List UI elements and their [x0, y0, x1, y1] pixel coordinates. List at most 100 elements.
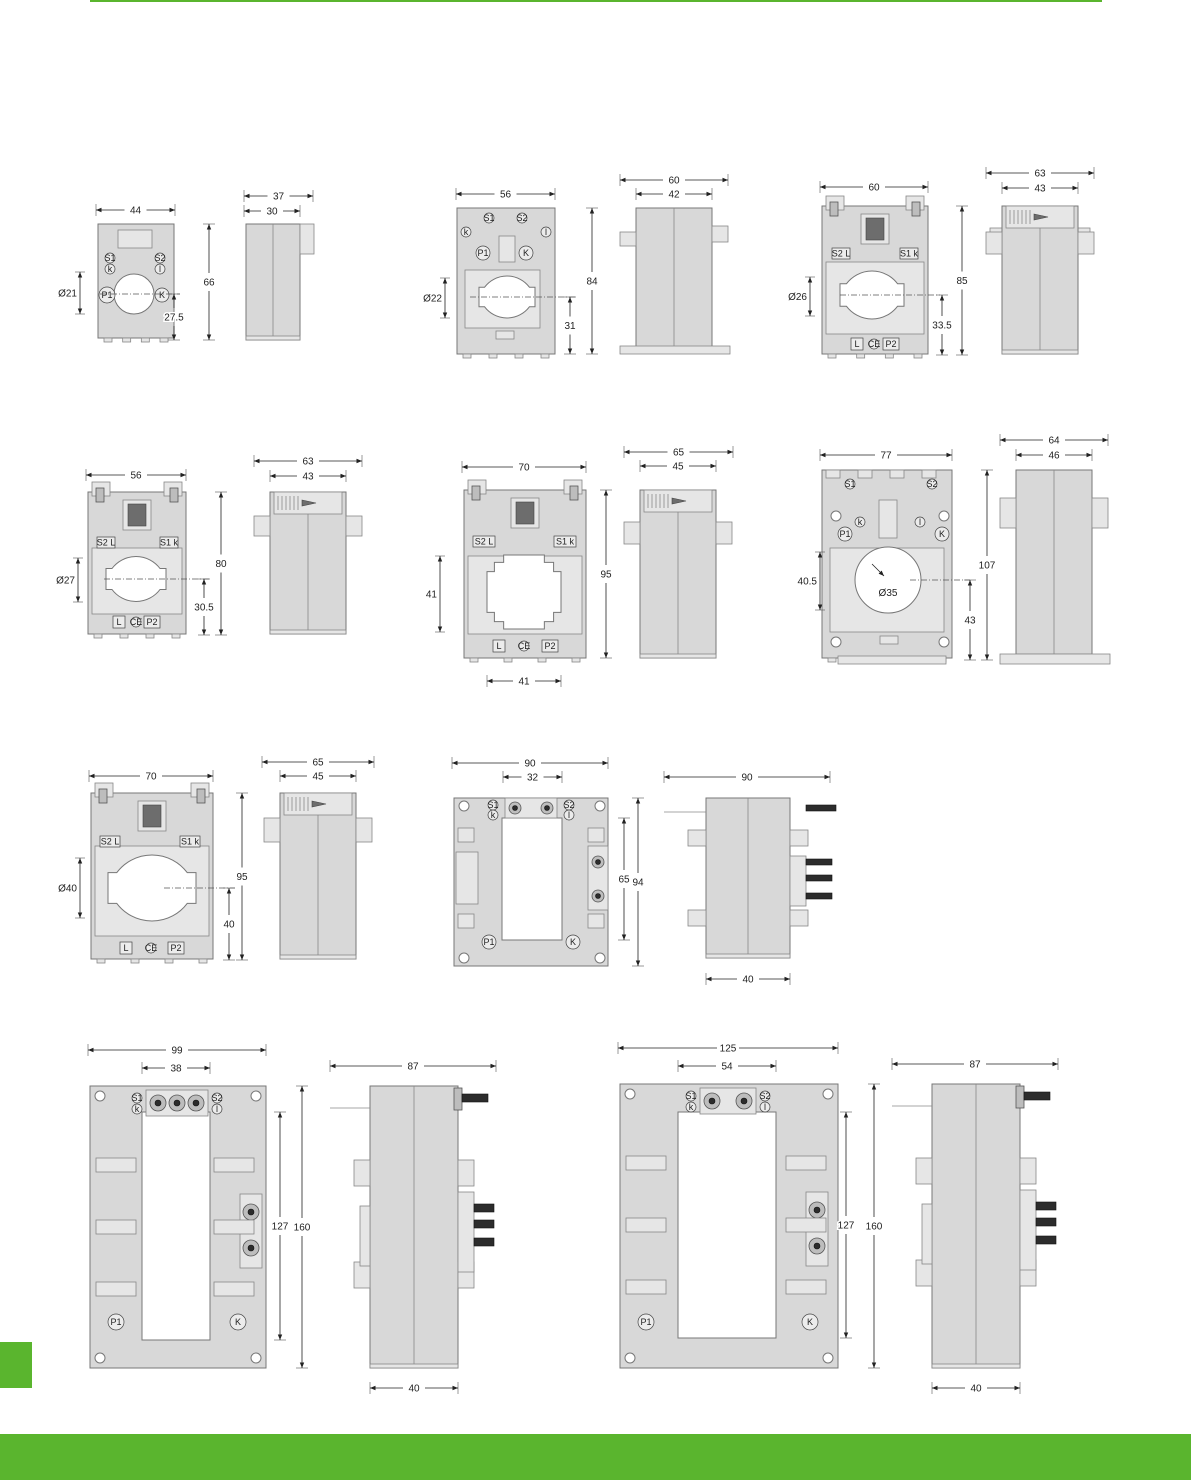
marking-ring [487, 809, 499, 821]
marking-ring [211, 1092, 223, 1104]
screw-head [740, 1097, 748, 1105]
side-view [639, 489, 717, 659]
marking-label: k [858, 517, 863, 527]
terminal-marking: S2 [759, 1090, 771, 1102]
marking-label: S2 [926, 479, 937, 489]
terminal-screw [98, 788, 108, 804]
vertical-dimension: 65 [617, 817, 631, 941]
clip-slot [213, 1157, 255, 1173]
terminal-marking: S1 [104, 252, 116, 264]
dimension-label: 160 [866, 1222, 883, 1233]
side-view [705, 797, 791, 959]
vertical-dimension: Ø26 [788, 276, 815, 317]
dimension-label: 77 [880, 451, 892, 462]
marking-label: k [464, 227, 469, 237]
marking-label: P1 [839, 529, 850, 539]
clip-slot [457, 913, 475, 929]
front-view [97, 223, 175, 343]
marking-label: S1 k [556, 537, 575, 547]
dimension-label: 63 [302, 457, 314, 468]
terminal-marking: k [104, 263, 116, 275]
marking-label: S2 L [832, 249, 851, 259]
screw-head [247, 1208, 255, 1216]
mounting-foot [537, 657, 547, 663]
terminal-marking: l [914, 516, 926, 528]
marking-label: CE [518, 641, 531, 651]
mounting-foot [503, 657, 513, 663]
screw-head [512, 805, 518, 811]
marking-frame [159, 536, 179, 549]
marking-label: P1 [110, 1317, 121, 1327]
terminal-marking: S1 k [179, 835, 201, 848]
dimension-label: 38 [170, 1064, 182, 1075]
horizontal-dimension: 64 [999, 434, 1109, 447]
dimension-label: 43 [1034, 184, 1046, 195]
clip-slot [625, 1279, 667, 1295]
terminal-marking: k [487, 809, 499, 821]
dimension-label: 80 [215, 559, 227, 570]
latch [498, 235, 516, 263]
terminal-marking: S2 L [472, 535, 496, 548]
terminal-marking: S2 [211, 1092, 223, 1104]
dimension-label: 32 [527, 773, 539, 784]
dimension-label: 95 [236, 872, 248, 883]
terminal-marking: S2 L [96, 536, 116, 549]
marking-frame [899, 247, 919, 260]
marking-label: L [123, 943, 128, 953]
primary-aperture [839, 270, 905, 320]
terminal-marking: S2 [154, 252, 166, 264]
vertical-dimension: Ø27 [56, 557, 83, 603]
marking-ring [483, 212, 495, 224]
horizontal-dimension: 43 [269, 470, 347, 483]
dimension-label: 160 [294, 1223, 311, 1234]
dimension-label: 84 [586, 277, 598, 288]
terminal-screw [196, 788, 206, 804]
top-slot [825, 469, 841, 479]
marking-label: P2 [146, 617, 157, 627]
terminal-marking: S1 [483, 212, 495, 224]
front-view [463, 479, 587, 663]
vertical-dimension: 107 [977, 469, 997, 661]
marking-label: P1 [483, 937, 494, 947]
arrow-icon [671, 497, 687, 505]
terminal-stud-base [453, 1087, 463, 1111]
rectangular-window [141, 1111, 211, 1341]
dimension-label: 95 [600, 570, 612, 581]
marking-label: S1 [487, 800, 498, 810]
marking-ring [131, 1092, 143, 1104]
side-flange [253, 515, 271, 537]
marking-label: S1 [844, 479, 855, 489]
side-flange [715, 521, 733, 545]
vertical-dimension: 160 [292, 1085, 312, 1369]
dimension-label: 127 [838, 1221, 855, 1232]
marking-frame [541, 639, 559, 653]
marking-label: S1 [483, 213, 494, 223]
mounting-hole [822, 1088, 834, 1100]
marking-label: l [568, 810, 570, 820]
horizontal-dimension: 41 [486, 675, 562, 688]
terminal-marking: P1 [98, 286, 116, 304]
marking-label: S1 k [181, 837, 200, 847]
terminal-marking: L [492, 639, 506, 653]
mounting-hole [624, 1088, 636, 1100]
mounting-foot [122, 337, 132, 343]
dimension-label: 33.5 [932, 321, 952, 332]
dimension-label: 40 [223, 920, 235, 931]
marking-ring [934, 526, 950, 542]
screw-head [247, 1244, 255, 1252]
marking-label: S2 [211, 1093, 222, 1103]
dimension-label: 43 [964, 616, 976, 627]
dimension-label: 70 [145, 772, 157, 783]
horizontal-dimension: 43 [1001, 182, 1079, 195]
mounting-foot [856, 353, 866, 359]
mounting-foot [469, 657, 479, 663]
vertical-dimension: Ø40 [58, 857, 85, 919]
horizontal-dimension: 45 [639, 460, 717, 473]
marking-label: K [570, 937, 576, 947]
clip-slot [625, 1217, 667, 1233]
mounting-foot [159, 337, 169, 343]
